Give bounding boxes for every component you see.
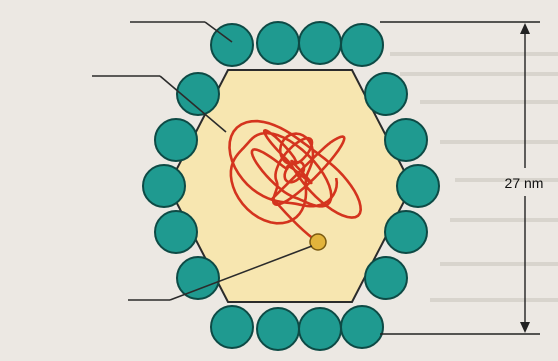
capsomer — [341, 306, 383, 348]
capsomer — [385, 119, 427, 161]
capsomer — [155, 211, 197, 253]
capsomer — [299, 22, 341, 64]
capsomer — [397, 165, 439, 207]
capsomer — [341, 24, 383, 66]
capsomer — [155, 119, 197, 161]
capsomer — [257, 22, 299, 64]
capsomer — [385, 211, 427, 253]
capsomer — [177, 257, 219, 299]
capsomer — [365, 73, 407, 115]
attached-protein — [310, 234, 326, 250]
dimension-arrowhead-top — [520, 23, 530, 34]
capsomer — [143, 165, 185, 207]
capsomer — [365, 257, 407, 299]
dimension-label: 27 nm — [505, 175, 544, 191]
capsomer — [299, 308, 341, 350]
dimension-arrowhead-bottom — [520, 322, 530, 333]
capsomer — [257, 308, 299, 350]
capsomer — [211, 306, 253, 348]
